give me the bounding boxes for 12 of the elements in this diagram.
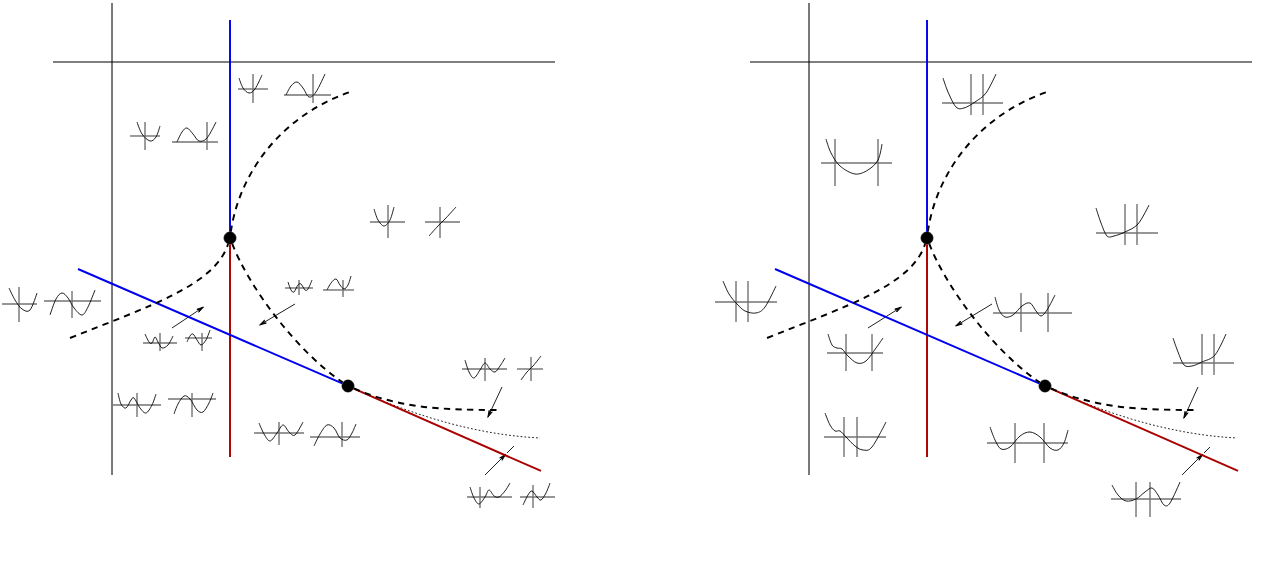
boundary-line [774, 268, 1041, 385]
dashed-curve [766, 243, 927, 339]
dashed-curve [928, 242, 1041, 384]
boundary-line [926, 243, 928, 458]
boundary-line [229, 243, 231, 458]
boundary-line [926, 19, 928, 233]
dashed-curve [926, 91, 1048, 233]
dashed-curve [229, 91, 351, 233]
boundary-line [77, 268, 344, 385]
boundary-line [229, 19, 231, 233]
dashed-curve [231, 242, 344, 384]
dashed-curve [69, 243, 230, 339]
